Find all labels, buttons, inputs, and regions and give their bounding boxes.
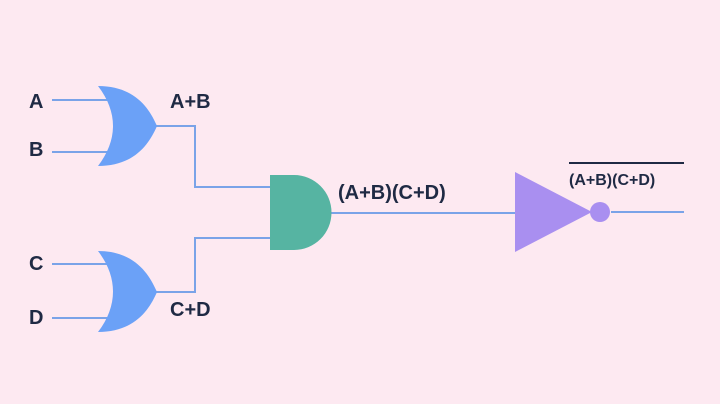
and-gate [270,175,332,250]
not-output-label: (A+B)(C+D) [569,172,656,189]
or-gate-bottom [98,251,157,332]
or-bottom-output-label: C+D [170,299,211,321]
not-gate-bubble [590,202,610,222]
wire-or-top-to-and [154,125,272,188]
or-top-output-label: A+B [170,91,211,113]
input-label-b: B [29,139,44,161]
input-label-c: C [29,253,44,275]
or-gate-top [98,86,157,166]
not-output-overline [569,162,684,164]
input-label-d: D [29,307,44,329]
input-label-a: A [29,91,44,113]
and-output-label: (A+B)(C+D) [338,182,446,204]
wire-or-bottom-to-and [154,237,272,293]
not-gate-triangle [515,172,592,252]
